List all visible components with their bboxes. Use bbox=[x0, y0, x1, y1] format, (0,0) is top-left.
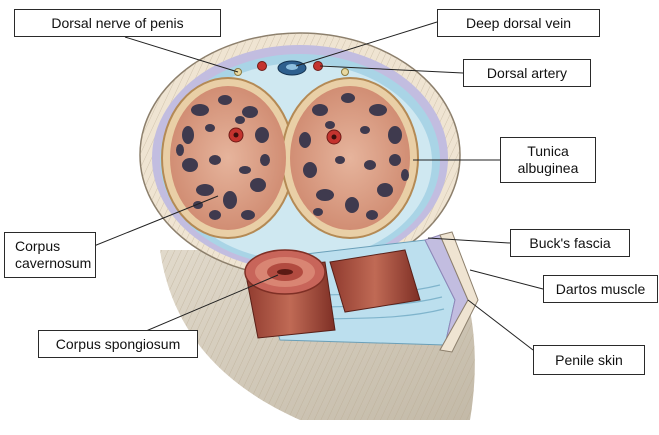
label-bucks-fascia: Buck's fascia bbox=[510, 229, 630, 257]
label-tunica-albuginea: Tunica albuginea bbox=[500, 137, 596, 183]
label-dorsal-nerve: Dorsal nerve of penis bbox=[14, 9, 221, 37]
label-dartos-muscle: Dartos muscle bbox=[543, 275, 658, 303]
label-corpus-spongiosum: Corpus spongiosum bbox=[38, 330, 198, 358]
label-deep-dorsal-vein: Deep dorsal vein bbox=[437, 9, 600, 37]
label-penile-skin: Penile skin bbox=[533, 345, 645, 375]
label-corpus-cavernosum: Corpus cavernosum bbox=[4, 232, 96, 278]
label-dorsal-artery: Dorsal artery bbox=[463, 59, 591, 87]
